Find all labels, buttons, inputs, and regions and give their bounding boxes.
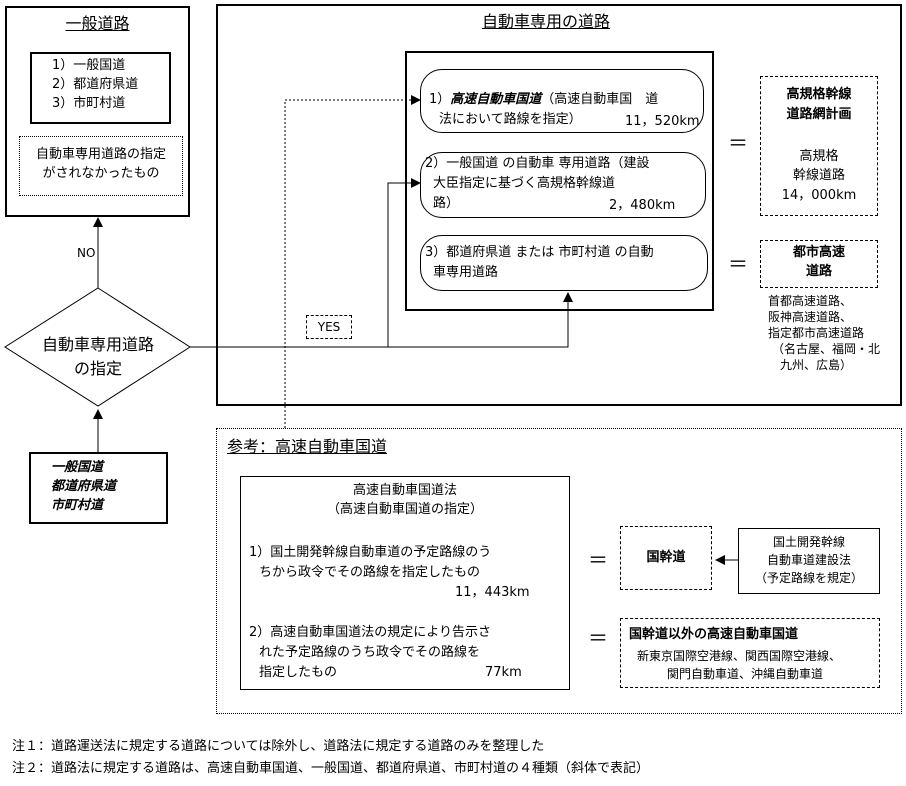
motorway-inner-box bbox=[405, 51, 714, 311]
general-roads-note-line2: がされなかったもの bbox=[42, 166, 160, 181]
yes-label-box: YES bbox=[306, 315, 352, 339]
plan-box: 高規格幹線 道路網計画 高規格 幹線道路 14，000km bbox=[760, 76, 878, 216]
dev-law-line2: 自動車道建設法 bbox=[766, 553, 851, 567]
reference-region: 参考：高速自動車国道 bbox=[216, 428, 902, 714]
plan-sub2: 幹線道路 bbox=[792, 168, 845, 183]
no-label: NO bbox=[77, 246, 96, 260]
urban-title2: 道路 bbox=[805, 264, 832, 279]
plan-title1: 高規格幹線 bbox=[786, 87, 852, 102]
item2-line3: 路） bbox=[433, 196, 460, 211]
equals-sign: ＝ bbox=[588, 626, 608, 650]
item3-line2: 車専用道路 bbox=[433, 265, 499, 280]
other-line2: 関門自動車道、沖縄自動車道 bbox=[667, 667, 824, 681]
equals-sign: ＝ bbox=[588, 548, 608, 572]
trunk-label: 国幹道 bbox=[646, 550, 686, 565]
footnote-2: 注２：道路法に規定する道路は、高速自動車国道、一般国道、都道府県道、市町村道の４… bbox=[12, 761, 650, 776]
law-title1: 高速自動車国道法 bbox=[352, 483, 457, 498]
law-item2-line3: 指定したもの bbox=[259, 665, 338, 680]
item3-line1: 3）都道府県道 または 市町村道 の自動 bbox=[425, 245, 654, 260]
item1-name: 高速自動車国道 bbox=[450, 92, 542, 107]
other-line1: 新東京国際空港線、関西国際空港線、 bbox=[637, 649, 842, 663]
general-roads-box: 一般道路 1）一般国道 2）都道府県道 3）市町村道 自動車専用道路の指定 がさ… bbox=[5, 6, 190, 217]
input-road: 市町村道 bbox=[51, 498, 104, 513]
input-roads-box: 一般国道 都道府県道 市町村道 bbox=[29, 452, 168, 524]
law-box: 高速自動車国道法 （高速自動車国道の指定） 1）国土開発幹線自動車道の予定路線の… bbox=[240, 476, 570, 690]
item2-line2: 大臣指定に基づく高規格幹線道 bbox=[433, 176, 616, 191]
item1-num: 1） bbox=[429, 92, 451, 107]
general-roads-title: 一般道路 bbox=[65, 14, 130, 33]
yes-label: YES bbox=[317, 320, 341, 334]
plan-title2: 道路網計画 bbox=[786, 107, 852, 122]
motorway-item-1: 1）高速自動車国道（高速自動車国 道 法において路線を指定） 11，520km bbox=[420, 69, 704, 133]
item1-km: 11，520km bbox=[625, 114, 700, 129]
law-item1-line2: ちから政令でその路線を指定したもの bbox=[259, 565, 481, 580]
law-item1-km: 11，443km bbox=[455, 585, 530, 600]
law-title2: （高速自動車国道の指定） bbox=[326, 502, 483, 517]
general-roads-note-box: 自動車専用道路の指定 がされなかったもの bbox=[19, 136, 183, 196]
law-item1-line1: 1）国土開発幹線自動車道の予定路線のう bbox=[249, 545, 492, 560]
law-item2-line1: 2）高速自動車国道法の規定により告示さ bbox=[249, 625, 492, 640]
plan-sub1: 高規格 bbox=[799, 149, 839, 164]
equals-sign: ＝ bbox=[728, 252, 748, 276]
motorway-title: 自動車専用の道路 bbox=[482, 12, 611, 31]
equals-sign: ＝ bbox=[728, 131, 748, 155]
general-roads-list-box: 1）一般国道 2）都道府県道 3）市町村道 bbox=[30, 52, 171, 124]
decision-line1: 自動車専用道路 bbox=[41, 335, 154, 354]
urban-box: 都市高速 道路 bbox=[760, 240, 878, 288]
urban-note: 阪神高速道路、 bbox=[768, 310, 853, 324]
urban-note: （名古屋、福岡・北 bbox=[772, 342, 881, 356]
general-roads-note-line1: 自動車専用道路の指定 bbox=[35, 147, 166, 162]
footnote-1: 注１：道路運送法に規定する道路については除外し、道路法に規定する道路のみを整理し… bbox=[12, 739, 545, 754]
general-road-item: 3）市町村道 bbox=[52, 96, 126, 111]
item1-rest: （高速自動車国 道 bbox=[541, 92, 659, 107]
decision-diamond bbox=[4, 287, 191, 407]
dev-law-line1: 国土開発幹線 bbox=[772, 535, 845, 549]
motorway-item-2: 2）一般国道 の自動車 専用道路（建設 大臣指定に基づく高規格幹線道 路） 2，… bbox=[420, 152, 706, 218]
urban-title1: 都市高速 bbox=[792, 245, 845, 260]
motorway-region: 自動車専用の道路 bbox=[216, 4, 902, 406]
general-road-item: 1）一般国道 bbox=[52, 58, 126, 73]
plan-km: 14，000km bbox=[781, 188, 857, 203]
other-expressway-box: 国幹道以外の高速自動車国道 新東京国際空港線、関西国際空港線、 関門自動車道、沖… bbox=[620, 618, 880, 688]
urban-note: 首都高速道路、 bbox=[768, 294, 853, 308]
item2-line1: 2）一般国道 の自動車 専用道路（建設 bbox=[425, 156, 650, 171]
urban-note: 指定都市高速道路 bbox=[768, 326, 865, 340]
trunk-box: 国幹道 bbox=[620, 526, 712, 590]
dev-law-box: 国土開発幹線 自動車道建設法 （予定路線を規定） bbox=[738, 528, 880, 594]
input-road: 都道府県道 bbox=[51, 479, 117, 494]
general-road-item: 2）都道府県道 bbox=[52, 77, 139, 92]
input-road: 一般国道 bbox=[51, 460, 104, 475]
dev-law-line3: （予定路線を規定） bbox=[754, 571, 863, 585]
decision-line2: の指定 bbox=[73, 359, 122, 378]
law-item2-km: 77km bbox=[485, 665, 522, 680]
law-item2-line2: れた予定路線のうち政令でその路線を bbox=[259, 645, 481, 660]
motorway-item-3: 3）都道府県道 または 市町村道 の自動 車専用道路 bbox=[420, 235, 708, 291]
other-title: 国幹道以外の高速自動車国道 bbox=[629, 627, 799, 642]
item1-line2: 法において路線を指定） bbox=[439, 112, 582, 127]
reference-title: 参考：高速自動車国道 bbox=[227, 437, 388, 456]
item2-km: 2，480km bbox=[609, 198, 676, 213]
urban-note: 九州、広島） bbox=[780, 358, 853, 372]
